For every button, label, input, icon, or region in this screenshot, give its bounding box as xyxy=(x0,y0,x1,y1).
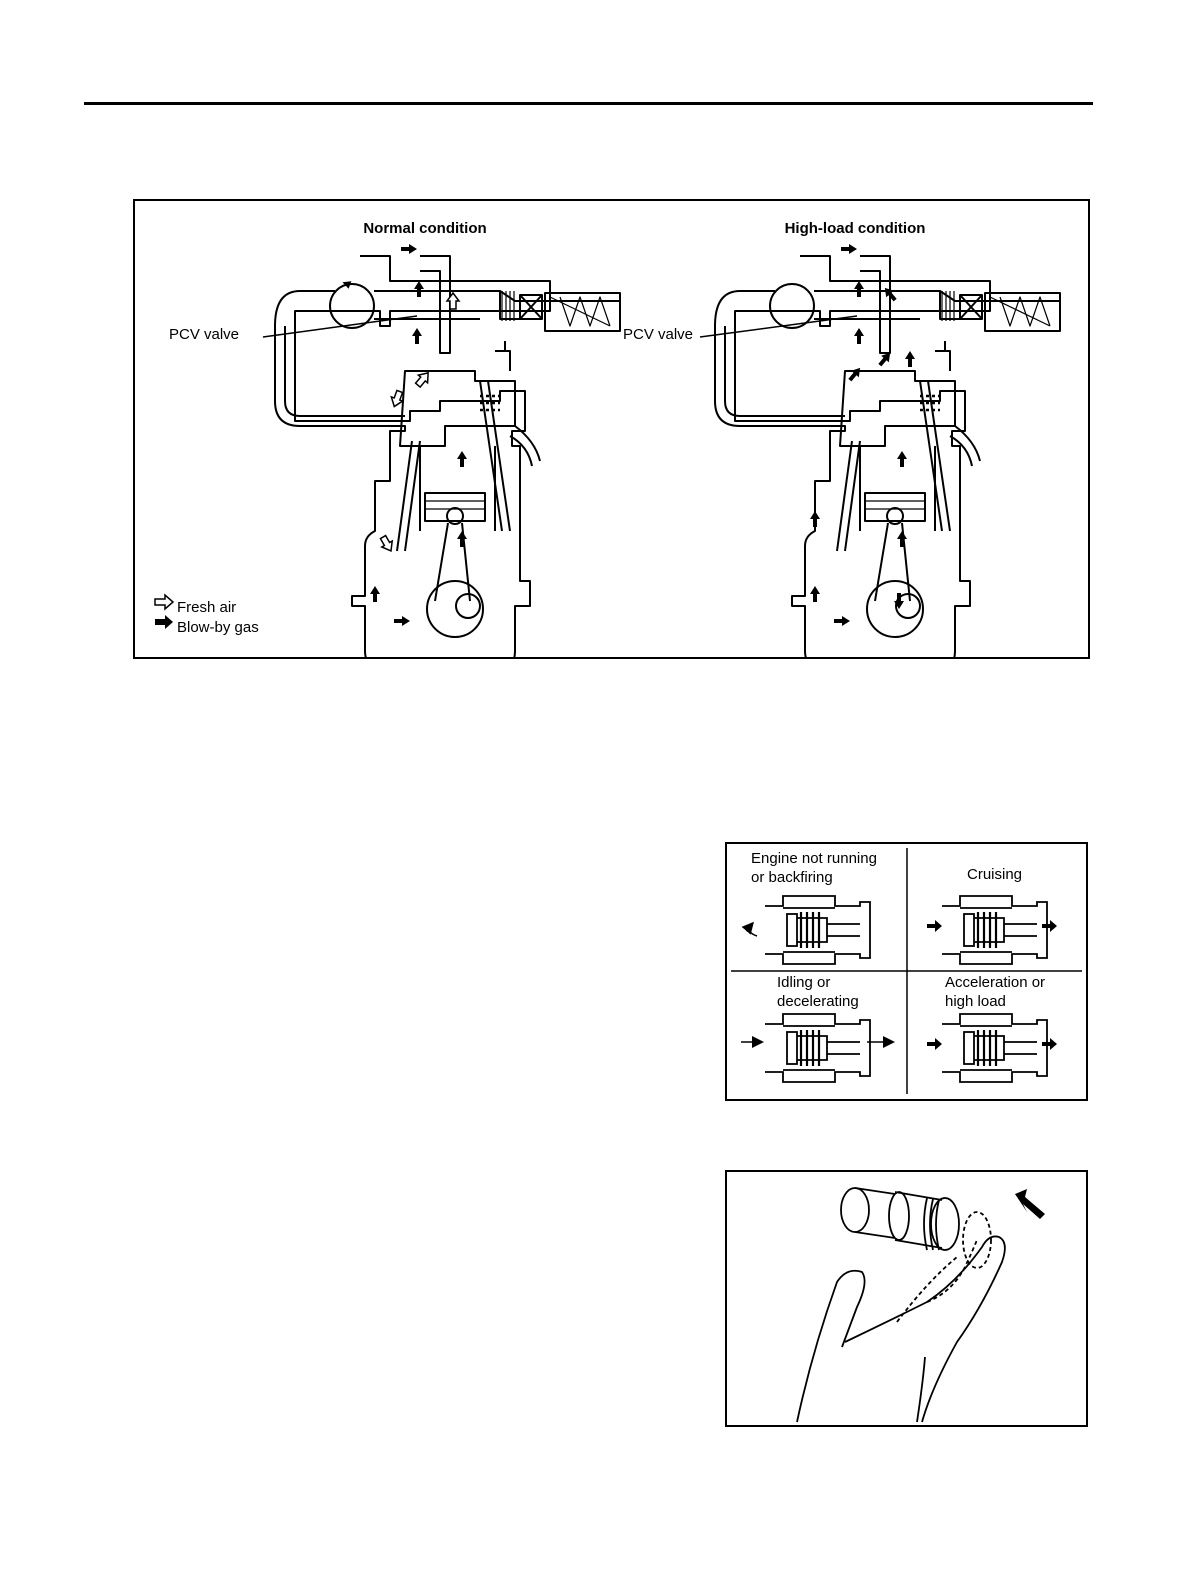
high-load-condition-engine xyxy=(715,256,1060,657)
pcv-callout-leader-right xyxy=(700,316,857,337)
pcv-valve-operation-figure: Engine not running or backfiring Cruisin… xyxy=(725,842,1088,1101)
legend-blow-by-gas: Blow-by gas xyxy=(177,619,259,636)
legend: Fresh air Blow-by gas xyxy=(155,595,259,636)
pcv-valve-engine-off xyxy=(765,896,870,964)
pcv-valve-check-figure xyxy=(725,1170,1088,1427)
panel-title-normal: Normal condition xyxy=(363,220,486,237)
flow-in-arrow-acceleration xyxy=(927,1038,942,1050)
normal-condition-engine xyxy=(275,256,620,657)
pcv-cell-label-4a: Acceleration or xyxy=(945,974,1045,991)
backflow-arrow xyxy=(749,924,757,936)
blow-by-arrows-right xyxy=(810,244,915,626)
pcv-system-diagram: Normal condition High-load condition PCV… xyxy=(135,201,1088,657)
header-rule xyxy=(84,102,1093,105)
pcv-valve-cruising xyxy=(942,896,1047,964)
direction-arrow-icon xyxy=(1015,1189,1045,1219)
pcv-cell-label-1a: Engine not running xyxy=(751,850,877,867)
pcv-cell-label-2: Cruising xyxy=(967,866,1022,883)
flow-out-arrow-acceleration xyxy=(1042,1038,1057,1050)
pcv-cell-label-3a: Idling or xyxy=(777,974,830,991)
pcv-valve-operation-diagram: Engine not running or backfiring Cruisin… xyxy=(727,844,1086,1099)
legend-fresh-air: Fresh air xyxy=(177,599,236,616)
pcv-cell-label-4b: high load xyxy=(945,993,1006,1010)
flow-out-arrow-cruising xyxy=(1042,920,1057,932)
pcv-valve-idling xyxy=(765,1014,870,1082)
pcv-cell-label-1b: or backfiring xyxy=(751,869,833,886)
flow-in-arrow-cruising xyxy=(927,920,942,932)
pcv-cell-label-3b: decelerating xyxy=(777,993,859,1010)
pcv-valve-label-right: PCV valve xyxy=(623,326,693,343)
pcv-valve-check-illustration xyxy=(727,1172,1086,1425)
pcv-system-figure: Normal condition High-load condition PCV… xyxy=(133,199,1090,659)
hand-outline xyxy=(797,1236,1005,1422)
blow-by-gas-legend-icon xyxy=(155,615,173,629)
fresh-air-legend-icon xyxy=(155,595,173,609)
pcv-valve-acceleration xyxy=(942,1014,1047,1082)
panel-title-high-load: High-load condition xyxy=(785,220,926,237)
pcv-valve-label-left: PCV valve xyxy=(169,326,239,343)
pcv-callout-leader-left xyxy=(263,316,417,337)
pcv-valve-part xyxy=(841,1188,991,1268)
